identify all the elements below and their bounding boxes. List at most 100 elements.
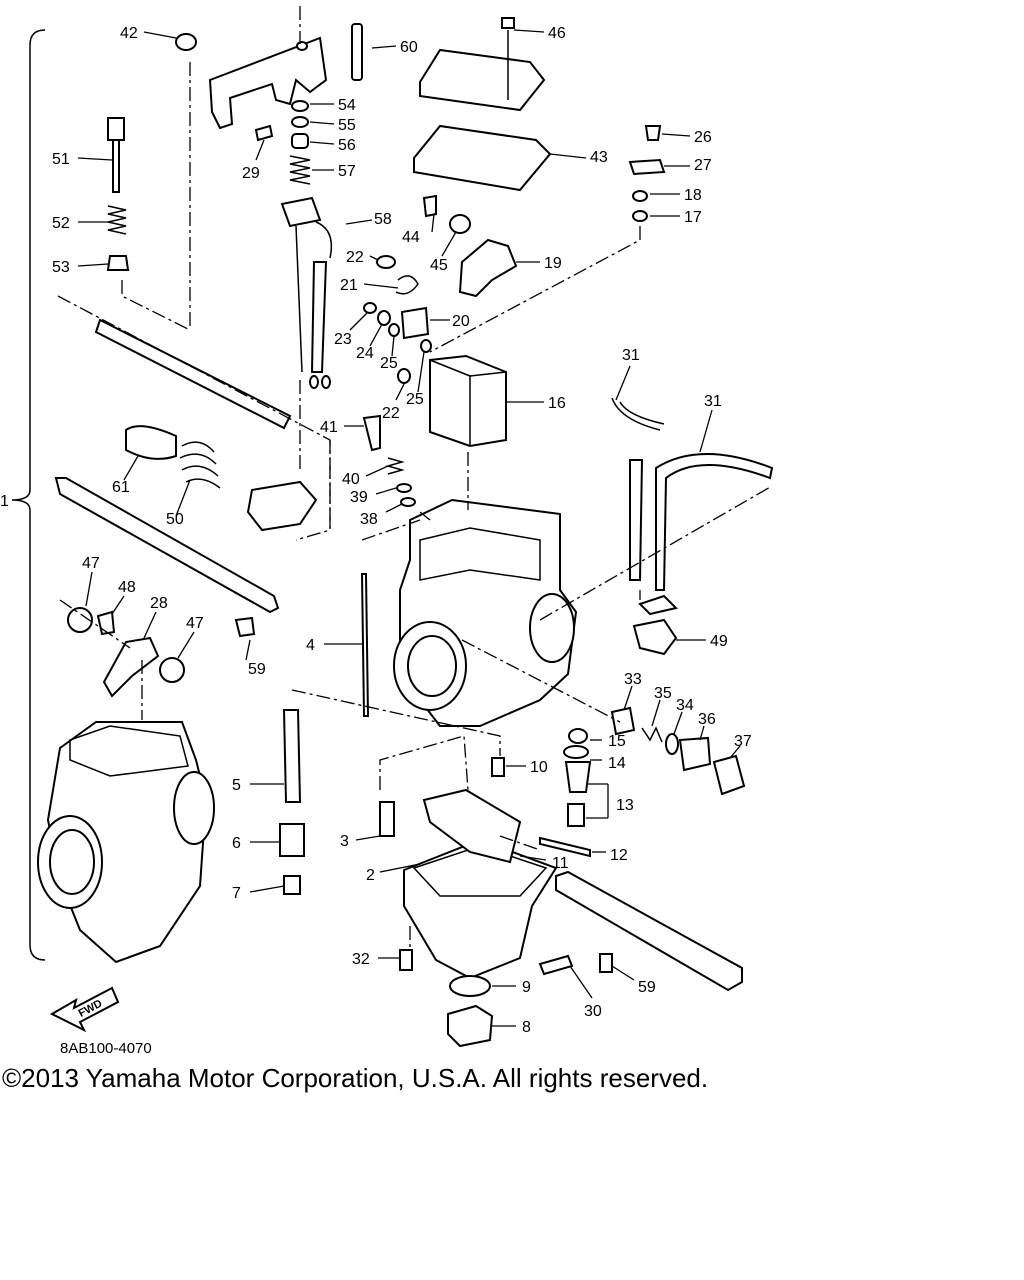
plug-8 [447, 1004, 494, 1048]
nut-17 [632, 210, 648, 222]
throttle-position-sensor-16 [429, 354, 507, 448]
throttle-shaft [94, 318, 292, 430]
jet-7 [283, 875, 301, 895]
part-22 [376, 255, 396, 269]
part-22b [397, 368, 411, 384]
part-label: 25 [406, 391, 424, 408]
part-label: 7 [232, 885, 241, 902]
bushing-42 [175, 33, 197, 51]
assembly-brace [11, 29, 46, 961]
part-label: 34 [676, 697, 694, 714]
part-label: 18 [684, 187, 702, 204]
part-label: 41 [320, 419, 338, 436]
plunger-36 [678, 736, 712, 772]
part-label: 46 [548, 25, 566, 42]
jet-6 [279, 823, 305, 857]
part-label: 37 [734, 733, 752, 750]
part-label: 26 [694, 129, 712, 146]
spring-35 [641, 726, 663, 743]
part-label: 56 [338, 137, 356, 154]
part-label: 30 [584, 1003, 602, 1020]
part-label: 58 [374, 211, 392, 228]
part-label: 42 [120, 25, 138, 42]
part-label: 55 [338, 117, 356, 134]
throttle-cam [246, 480, 318, 532]
screw-44 [422, 194, 437, 218]
part-label: 5 [232, 777, 241, 794]
part-label: 60 [400, 39, 418, 56]
pilot-screw-51 [107, 117, 125, 193]
part-25b [420, 339, 432, 353]
part-label: 27 [694, 157, 712, 174]
part-label: 52 [52, 215, 70, 232]
valve-13b [567, 803, 585, 827]
needle-jet-3 [379, 801, 395, 837]
part-label: 49 [710, 633, 728, 650]
throttle-cable-bracket [208, 36, 328, 130]
spring-57 [289, 155, 311, 185]
screw-59a [234, 616, 256, 638]
hose-31b [655, 453, 774, 591]
part-number-labels: 42 60 46 54 55 56 57 29 51 52 53 58 43 2… [0, 25, 752, 1036]
part-label: 23 [334, 331, 352, 348]
part-label: 61 [112, 479, 130, 496]
part-label: 57 [338, 163, 356, 180]
part-label: 2 [366, 867, 375, 884]
spring-50 [179, 441, 221, 489]
top-cover-46 [419, 17, 546, 112]
screw-32 [399, 949, 413, 971]
part-label: 54 [338, 97, 356, 114]
part-label: 16 [548, 395, 566, 412]
pin-12 [539, 836, 591, 858]
washer-18 [632, 190, 648, 202]
nut-15 [568, 728, 588, 744]
part-23 [363, 302, 377, 314]
part-label: 25 [380, 355, 398, 372]
lever-28 [102, 636, 160, 698]
screw-30 [538, 954, 574, 976]
part-label: 53 [52, 259, 70, 276]
main-jet-5 [282, 709, 302, 803]
part-label: 12 [610, 847, 628, 864]
part-label: 35 [654, 685, 672, 702]
part-label: 59 [638, 979, 656, 996]
cable-tie-60 [351, 23, 363, 81]
carburetor-body-main [393, 498, 578, 727]
spring-40 [385, 457, 405, 475]
part-label: 45 [430, 257, 448, 274]
part-label: 29 [242, 165, 260, 182]
float-chamber-2 [403, 838, 558, 980]
drawing-code: 8AB100-4070 [60, 1040, 152, 1057]
plug-45 [449, 214, 471, 234]
part-label: 47 [186, 615, 204, 632]
part-label: 8 [522, 1019, 531, 1036]
screw-10 [491, 757, 505, 777]
throttle-lever-19 [458, 238, 518, 298]
copyright-notice: ©2013 Yamaha Motor Corporation, U.S.A. A… [2, 1063, 709, 1093]
holder-49 [632, 618, 678, 656]
part-label: 32 [352, 951, 370, 968]
plate-49 [638, 594, 678, 616]
part-label: 9 [522, 979, 531, 996]
assembly-label: 1 [0, 493, 9, 510]
diaphragm-20 [400, 306, 430, 340]
part-label: 48 [118, 579, 136, 596]
leader-lines [77, 29, 741, 1027]
part-label: 19 [544, 255, 562, 272]
spring-52 [107, 205, 127, 235]
clip-21 [395, 275, 419, 295]
part-label: 22 [346, 249, 364, 266]
screw-59b [599, 953, 613, 973]
part-label: 43 [590, 149, 608, 166]
part-label: 28 [150, 595, 168, 612]
link-bar-59 [555, 870, 743, 992]
link-bar [54, 477, 280, 614]
throttle-cable-adjuster-58 [280, 196, 333, 389]
part-label: 13 [616, 797, 634, 814]
part-label: 47 [82, 555, 100, 572]
part-label: 3 [340, 833, 349, 850]
part-label: 22 [382, 405, 400, 422]
part-label: 38 [360, 511, 378, 528]
washers-54-55-56 [291, 100, 309, 149]
